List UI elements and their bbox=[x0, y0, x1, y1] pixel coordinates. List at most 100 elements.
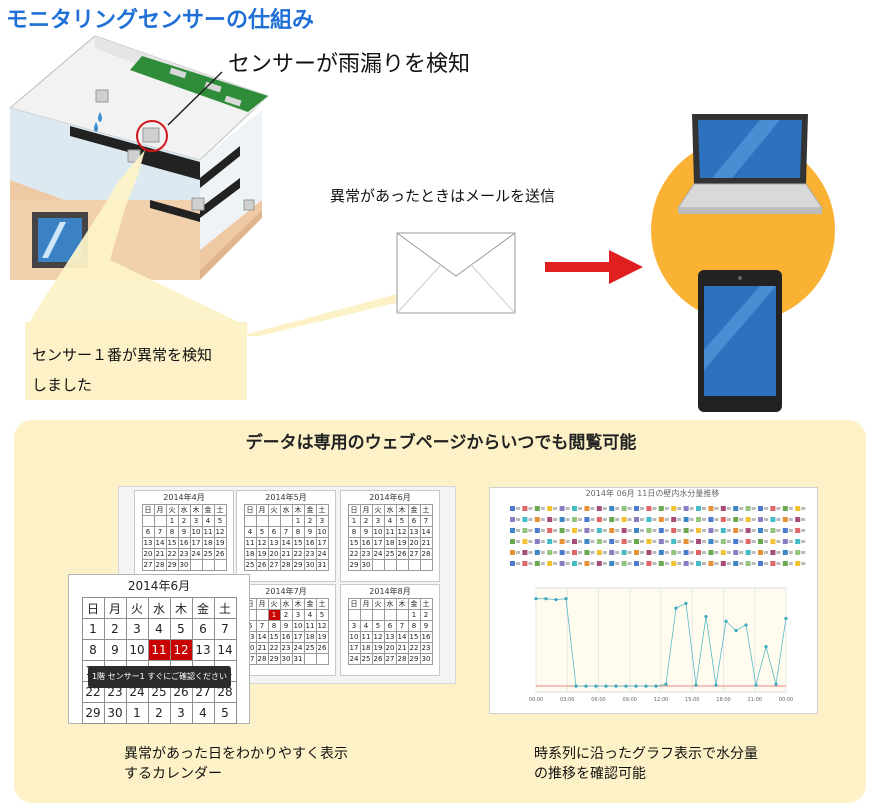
calendar-day[interactable]: 21 bbox=[279, 548, 293, 560]
calendar-day[interactable]: 16 bbox=[177, 537, 191, 549]
calendar-day[interactable]: 21 bbox=[395, 642, 409, 654]
calendar-day[interactable]: 26 bbox=[371, 653, 385, 665]
calendar-day[interactable]: 23 bbox=[359, 548, 373, 560]
calendar-day[interactable]: 7 bbox=[419, 515, 433, 527]
calendar-day[interactable]: 28 bbox=[255, 653, 269, 665]
calendar-day[interactable]: 23 bbox=[419, 642, 433, 654]
calendar-day[interactable]: 2 bbox=[103, 618, 127, 640]
calendar-day[interactable]: 9 bbox=[177, 526, 191, 538]
calendar-day[interactable] bbox=[303, 653, 317, 665]
calendar-day[interactable]: 28 bbox=[153, 559, 167, 571]
calendar-day[interactable]: 15 bbox=[165, 537, 179, 549]
calendar-day[interactable]: 8 bbox=[165, 526, 179, 538]
calendar-day[interactable]: 18 bbox=[201, 537, 215, 549]
calendar-day[interactable]: 3 bbox=[347, 620, 361, 632]
calendar-day[interactable]: 11 bbox=[147, 639, 171, 661]
calendar-day[interactable]: 15 bbox=[407, 631, 421, 643]
calendar-day[interactable]: 18 bbox=[303, 631, 317, 643]
calendar-day[interactable]: 27 bbox=[383, 653, 397, 665]
calendar-day[interactable]: 24 bbox=[291, 642, 305, 654]
calendar-day[interactable]: 19 bbox=[315, 631, 329, 643]
calendar-day[interactable]: 3 bbox=[315, 515, 329, 527]
calendar-day[interactable] bbox=[383, 559, 397, 571]
calendar-day[interactable]: 5 bbox=[255, 526, 269, 538]
calendar-day[interactable]: 18 bbox=[243, 548, 257, 560]
calendar-day[interactable]: 9 bbox=[419, 620, 433, 632]
calendar-day[interactable]: 26 bbox=[315, 642, 329, 654]
calendar-day[interactable]: 28 bbox=[279, 559, 293, 571]
calendar-day[interactable]: 18 bbox=[359, 642, 373, 654]
calendar-day[interactable]: 19 bbox=[371, 642, 385, 654]
calendar-day[interactable]: 1 bbox=[267, 609, 281, 621]
calendar-day[interactable]: 22 bbox=[267, 642, 281, 654]
calendar-day[interactable]: 1 bbox=[81, 618, 105, 640]
calendar-day[interactable]: 6 bbox=[141, 526, 155, 538]
calendar-day[interactable]: 8 bbox=[267, 620, 281, 632]
calendar-day[interactable]: 25 bbox=[383, 548, 397, 560]
calendar-day[interactable]: 4 bbox=[191, 702, 215, 724]
calendar-day[interactable] bbox=[383, 609, 397, 621]
calendar-day[interactable] bbox=[267, 515, 281, 527]
calendar-day[interactable]: 28 bbox=[419, 548, 433, 560]
calendar-day[interactable]: 17 bbox=[371, 537, 385, 549]
calendar-day[interactable]: 2 bbox=[359, 515, 373, 527]
calendar-day[interactable]: 27 bbox=[407, 548, 421, 560]
calendar-day[interactable]: 3 bbox=[291, 609, 305, 621]
calendar-day[interactable]: 3 bbox=[125, 618, 149, 640]
calendar-day[interactable]: 30 bbox=[359, 559, 373, 571]
calendar-day[interactable]: 29 bbox=[347, 559, 361, 571]
calendar-day[interactable]: 13 bbox=[407, 526, 421, 538]
calendar-day[interactable]: 11 bbox=[243, 537, 257, 549]
calendar-day[interactable]: 30 bbox=[303, 559, 317, 571]
calendar-day[interactable]: 23 bbox=[279, 642, 293, 654]
calendar-day[interactable]: 7 bbox=[153, 526, 167, 538]
calendar-day[interactable]: 19 bbox=[213, 537, 227, 549]
calendar-day[interactable]: 1 bbox=[291, 515, 305, 527]
calendar-day[interactable] bbox=[371, 559, 385, 571]
calendar-day[interactable]: 10 bbox=[347, 631, 361, 643]
calendar-day[interactable]: 12 bbox=[315, 620, 329, 632]
calendar-day[interactable]: 17 bbox=[347, 642, 361, 654]
calendar-day[interactable]: 10 bbox=[189, 526, 203, 538]
calendar-day[interactable]: 24 bbox=[315, 548, 329, 560]
calendar-day[interactable]: 4 bbox=[303, 609, 317, 621]
calendar-day[interactable] bbox=[395, 559, 409, 571]
calendar-day[interactable]: 6 bbox=[267, 526, 281, 538]
calendar-day[interactable] bbox=[153, 515, 167, 527]
calendar-day[interactable]: 24 bbox=[371, 548, 385, 560]
calendar-day[interactable]: 20 bbox=[267, 548, 281, 560]
calendar-day[interactable]: 21 bbox=[255, 642, 269, 654]
calendar-day[interactable]: 10 bbox=[125, 639, 149, 661]
calendar-day[interactable]: 22 bbox=[347, 548, 361, 560]
calendar-day[interactable]: 29 bbox=[291, 559, 305, 571]
calendar-day[interactable]: 15 bbox=[267, 631, 281, 643]
calendar-day[interactable]: 12 bbox=[371, 631, 385, 643]
calendar-day[interactable]: 30 bbox=[279, 653, 293, 665]
calendar-day[interactable]: 30 bbox=[103, 702, 127, 724]
calendar-day[interactable]: 26 bbox=[255, 559, 269, 571]
calendar-day[interactable]: 20 bbox=[407, 537, 421, 549]
calendar-day[interactable]: 17 bbox=[315, 537, 329, 549]
calendar-day[interactable]: 22 bbox=[165, 548, 179, 560]
calendar-day[interactable]: 4 bbox=[201, 515, 215, 527]
calendar-day[interactable]: 3 bbox=[169, 702, 193, 724]
calendar-day[interactable] bbox=[201, 559, 215, 571]
calendar-day[interactable] bbox=[371, 609, 385, 621]
calendar-day[interactable]: 5 bbox=[315, 609, 329, 621]
calendar-day[interactable]: 13 bbox=[191, 639, 215, 661]
calendar-day[interactable] bbox=[419, 559, 433, 571]
calendar-day[interactable]: 8 bbox=[407, 620, 421, 632]
calendar-day[interactable]: 8 bbox=[81, 639, 105, 661]
calendar-day[interactable]: 20 bbox=[383, 642, 397, 654]
calendar-day[interactable]: 6 bbox=[191, 618, 215, 640]
calendar-day[interactable]: 19 bbox=[395, 537, 409, 549]
calendar-day[interactable]: 4 bbox=[243, 526, 257, 538]
calendar-day[interactable]: 21 bbox=[419, 537, 433, 549]
calendar-day[interactable]: 12 bbox=[169, 639, 193, 661]
mini-calendar[interactable]: 2014年7月日月火水木金土12345678910111213141516171… bbox=[236, 584, 336, 676]
calendar-day[interactable]: 22 bbox=[291, 548, 305, 560]
calendar-day[interactable] bbox=[243, 515, 257, 527]
calendar-day[interactable]: 13 bbox=[141, 537, 155, 549]
calendar-day[interactable]: 1 bbox=[347, 515, 361, 527]
